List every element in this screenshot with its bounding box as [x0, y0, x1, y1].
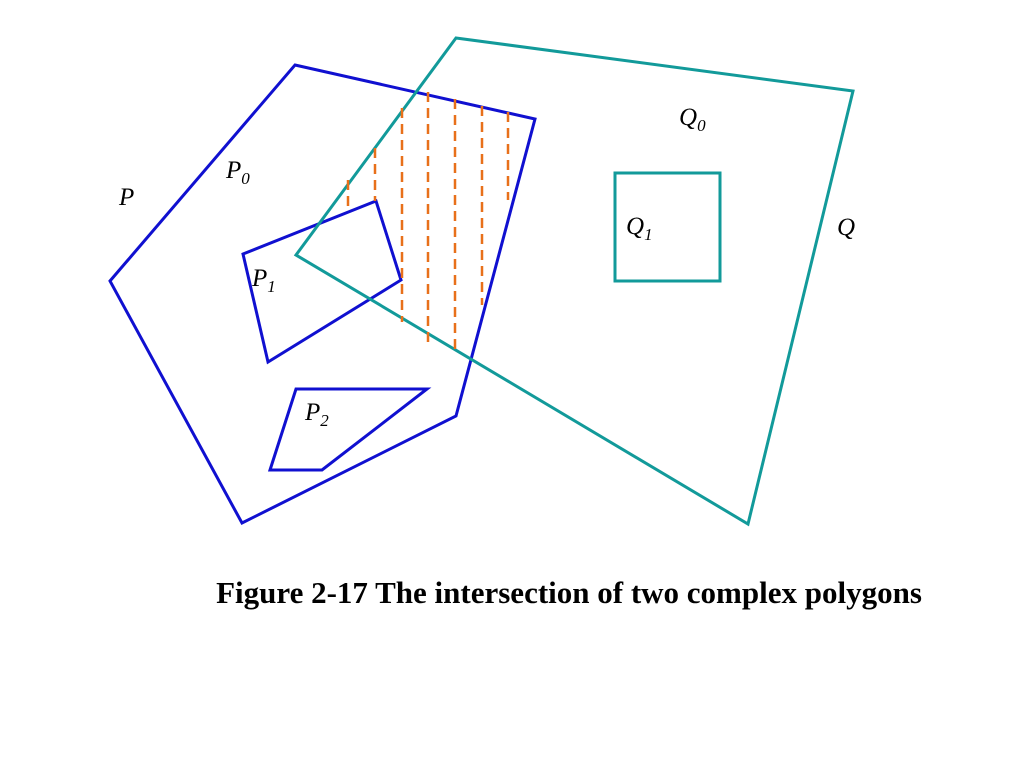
label-p1: P1 — [251, 265, 276, 296]
label-q0: Q0 — [679, 104, 706, 135]
polygon-p0-outer — [108, 63, 537, 525]
intersection-hatching — [346, 92, 510, 350]
figure-caption: Figure 2-17 The intersection of two comp… — [216, 575, 922, 610]
label-p0: P0 — [225, 157, 250, 188]
polygon-p1-hole — [241, 199, 403, 365]
polygon-q1-hole — [613, 171, 722, 283]
label-p: P — [118, 184, 134, 211]
polygon-p2-hole — [267, 387, 432, 472]
label-p2: P2 — [304, 399, 329, 430]
label-q1: Q1 — [626, 213, 653, 244]
polygon-q0-outer — [293, 36, 855, 527]
label-q: Q — [837, 214, 855, 241]
